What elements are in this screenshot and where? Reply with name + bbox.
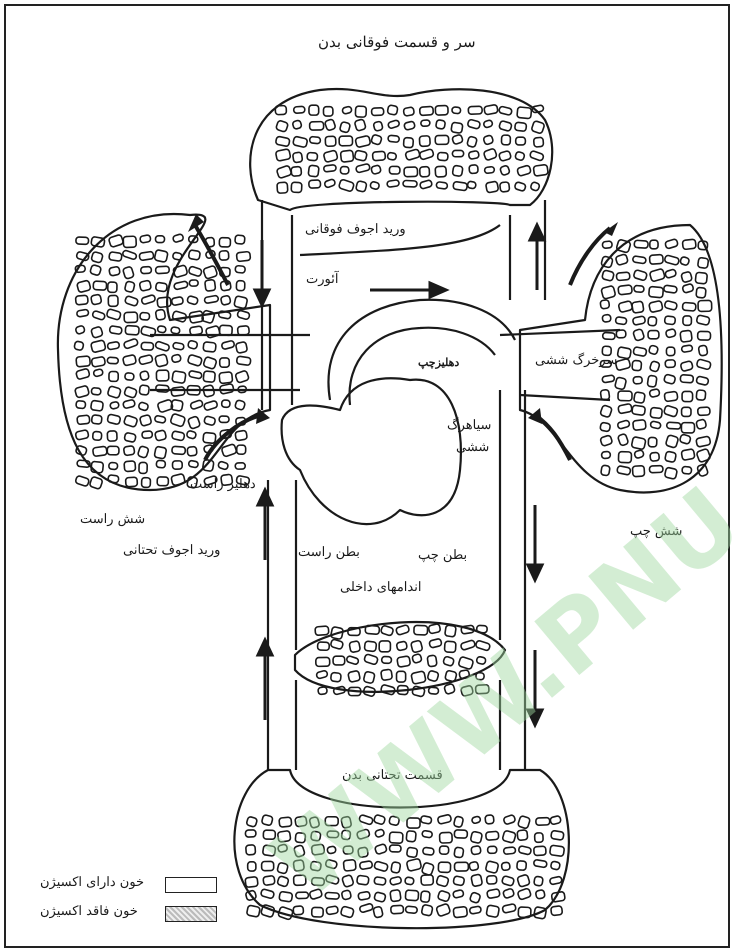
capillary-cell <box>205 279 216 291</box>
arrow-down-aorta-2-head <box>528 710 542 725</box>
capillary-cell <box>428 687 438 694</box>
capillary-cell <box>204 295 219 303</box>
arrow-down-svc-head <box>255 290 269 305</box>
label-right-lung: شش راست <box>80 512 145 527</box>
capillary-cell <box>551 906 563 916</box>
capillary-cell <box>221 444 237 457</box>
capillary-cell <box>236 281 245 291</box>
legend-swatch-deoxygenated <box>165 906 217 922</box>
label-superior-vena-cava: ورید اجوف فوقانی <box>305 222 406 237</box>
capillary-cell <box>476 672 485 679</box>
label-pulmonary-vein-2: ششی <box>456 440 489 455</box>
label-pulmonary-artery: سرخرگ ششی <box>535 353 617 368</box>
left-vessel-inner <box>292 215 296 770</box>
capillary-cell <box>315 626 329 635</box>
capillary-cell <box>203 265 218 279</box>
label-left-atrium: دهلیزچپ <box>418 356 459 369</box>
label-left-ventricle: بطن چپ <box>418 548 467 563</box>
capillary-cell <box>220 295 230 305</box>
capillary-cell <box>219 251 229 261</box>
label-lower-body: قسمت تحتانی بدن <box>342 768 443 783</box>
capillary-cell <box>236 251 250 261</box>
label-right-ventricle: بطن راست <box>298 545 360 560</box>
label-right-atrium: دهلیز راست <box>190 477 256 492</box>
capillary-cell <box>412 686 425 697</box>
capillary-cell <box>318 687 328 695</box>
capillary-cell <box>237 445 246 454</box>
capillary-cell <box>475 685 489 694</box>
capillary-cell <box>76 237 89 245</box>
label-internal-organs: اندامهای داخلی <box>340 580 421 595</box>
capillary-cell <box>246 905 260 917</box>
arrow-up-ivc-1-head <box>258 490 272 505</box>
capillary-cell <box>234 296 248 309</box>
capillary-cell <box>219 238 230 247</box>
capillary-cell <box>235 265 245 273</box>
label-aorta: آئورت <box>306 272 338 287</box>
label-left-lung: شش چپ <box>630 524 682 539</box>
arrow-right-aorta-head <box>430 283 446 297</box>
capillary-cell <box>188 250 200 260</box>
capillary-cell <box>218 461 229 470</box>
legend-swatch-oxygenated <box>165 877 217 893</box>
capillary-cell <box>235 463 245 469</box>
capillary-cell <box>174 281 189 290</box>
capillary-cell <box>235 430 247 441</box>
capillary-cell <box>188 266 202 277</box>
capillary-cell <box>602 241 612 249</box>
legend-label-deoxygenated: خون فاقد اکسیژن <box>40 904 138 919</box>
capillary-cell <box>75 475 90 486</box>
heart <box>282 378 461 524</box>
right-vessel-inner <box>500 215 510 770</box>
capillary-cell <box>89 476 103 489</box>
arrow-up-ivc-2-head <box>258 640 272 655</box>
capillary-cell <box>235 235 245 244</box>
capillary-cell <box>171 297 183 306</box>
legend-label-oxygenated: خون دارای اکسیژن <box>40 875 144 890</box>
capillary-cell <box>477 625 488 633</box>
arrow-down-aorta-1-head <box>528 565 542 580</box>
capillary-cell <box>189 280 198 286</box>
capillary-cell <box>461 685 474 696</box>
label-inferior-vena-cava: ورید اجوف تحتانی <box>123 543 220 558</box>
capillary-cell <box>444 683 456 694</box>
arrow-up-upper-right-head <box>530 225 544 240</box>
diagram-title: سر و قسمت فوقانی بدن <box>318 33 476 51</box>
label-pulmonary-vein-1: سیاهرگ <box>447 418 491 433</box>
capillary-cell <box>187 295 199 305</box>
